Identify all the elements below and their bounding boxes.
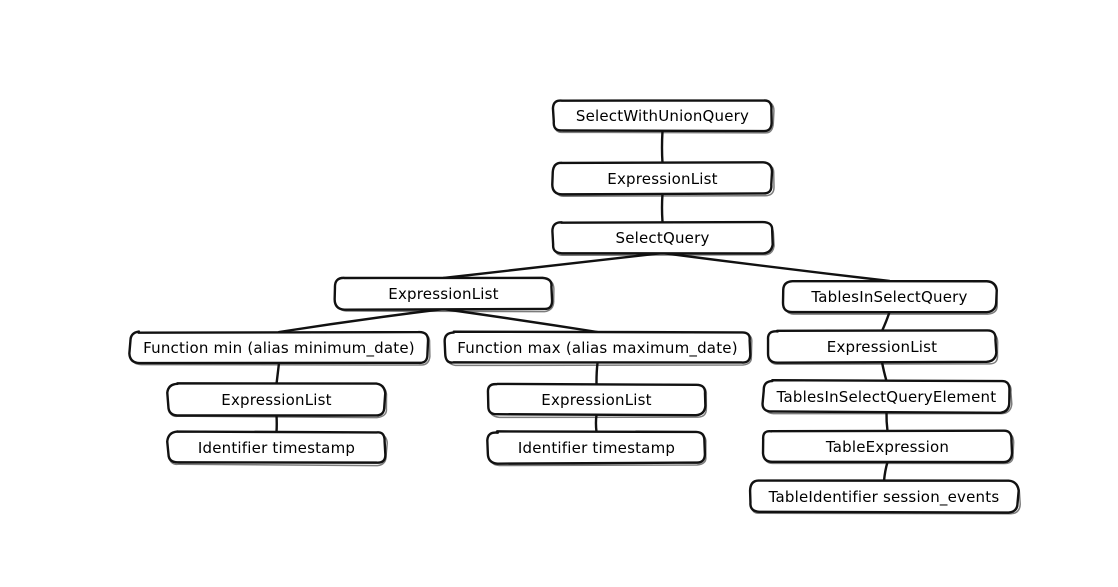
- node-expressionlist[interactable]: ExpressionList: [166, 382, 388, 419]
- node-label: Identifier timestamp: [198, 439, 355, 457]
- node-label: ExpressionList: [388, 285, 498, 303]
- node-outline: [761, 429, 1014, 464]
- node-outline: [766, 329, 998, 364]
- node-label: SelectQuery: [615, 229, 709, 247]
- edge-function-max-alias-maximum-date-to-expressionlist: [595, 361, 599, 386]
- node-label: Identifier timestamp: [518, 439, 675, 457]
- edge-expressionlist-to-tablesinselectqueryelement: [880, 360, 888, 383]
- node-outline: [333, 276, 554, 311]
- node-label: ExpressionList: [221, 391, 331, 409]
- node-outline: [443, 330, 752, 364]
- node-outline: [551, 220, 774, 255]
- node-outline: [486, 382, 707, 417]
- node-tableidentifier-session-events[interactable]: TableIdentifier session_events: [748, 479, 1021, 515]
- edge-tablesinselectqueryelement-to-tableexpression: [885, 410, 889, 433]
- node-tableexpression[interactable]: TableExpression: [761, 429, 1015, 465]
- node-identifier-timestamp[interactable]: Identifier timestamp: [166, 430, 388, 467]
- node-outline: [551, 161, 774, 196]
- node-layer: SelectWithUnionQueryExpressionListSelect…: [128, 99, 1021, 515]
- node-label: ExpressionList: [541, 391, 651, 409]
- edge-expressionlist-to-selectquery: [660, 192, 664, 224]
- node-function-max-alias-maximum-date[interactable]: Function max (alias maximum_date): [443, 330, 753, 367]
- node-outline: [551, 99, 773, 133]
- node-label: TablesInSelectQueryElement: [776, 388, 997, 406]
- node-outline: [166, 430, 387, 464]
- node-identifier-timestamp[interactable]: Identifier timestamp: [486, 430, 707, 467]
- edge-selectwithunionquery-to-expressionlist: [660, 129, 664, 165]
- node-function-min-alias-minimum-date[interactable]: Function min (alias minimum_date): [128, 330, 431, 366]
- node-outline: [486, 430, 707, 465]
- edge-tableexpression-to-tableidentifier-session-events: [882, 460, 889, 483]
- node-label: Function max (alias maximum_date): [457, 339, 738, 358]
- node-tablesinselectqueryelement[interactable]: TablesInSelectQueryElement: [761, 379, 1013, 415]
- edge-expressionlist-to-function-max-alias-maximum-date: [442, 307, 599, 334]
- edge-selectquery-to-expressionlist: [442, 251, 664, 280]
- node-outline: [128, 330, 430, 365]
- node-label: Function min (alias minimum_date): [143, 339, 415, 358]
- node-selectwithunionquery[interactable]: SelectWithUnionQuery: [551, 99, 775, 134]
- edge-expressionlist-to-identifier-timestamp: [594, 413, 598, 434]
- node-label: TableIdentifier session_events: [768, 488, 1000, 507]
- node-label: TablesInSelectQuery: [810, 288, 967, 306]
- node-selectquery[interactable]: SelectQuery: [551, 220, 775, 257]
- node-label: ExpressionList: [827, 338, 937, 356]
- edge-selectquery-to-tablesinselectquery: [661, 251, 891, 283]
- node-outline: [166, 382, 387, 417]
- node-label: TableExpression: [825, 438, 949, 456]
- node-outline: [781, 279, 998, 314]
- node-expressionlist[interactable]: ExpressionList: [486, 382, 708, 419]
- node-label: ExpressionList: [607, 170, 717, 188]
- node-expressionlist[interactable]: ExpressionList: [333, 276, 555, 313]
- node-tablesinselectquery[interactable]: TablesInSelectQuery: [781, 279, 998, 315]
- node-expressionlist[interactable]: ExpressionList: [766, 329, 999, 365]
- node-outline: [748, 479, 1020, 514]
- node-outline: [761, 379, 1011, 414]
- node-label: SelectWithUnionQuery: [576, 107, 749, 125]
- edge-function-min-alias-minimum-date-to-expressionlist: [275, 361, 281, 386]
- edge-expressionlist-to-function-min-alias-minimum-date: [277, 307, 445, 334]
- node-expressionlist[interactable]: ExpressionList: [551, 161, 775, 197]
